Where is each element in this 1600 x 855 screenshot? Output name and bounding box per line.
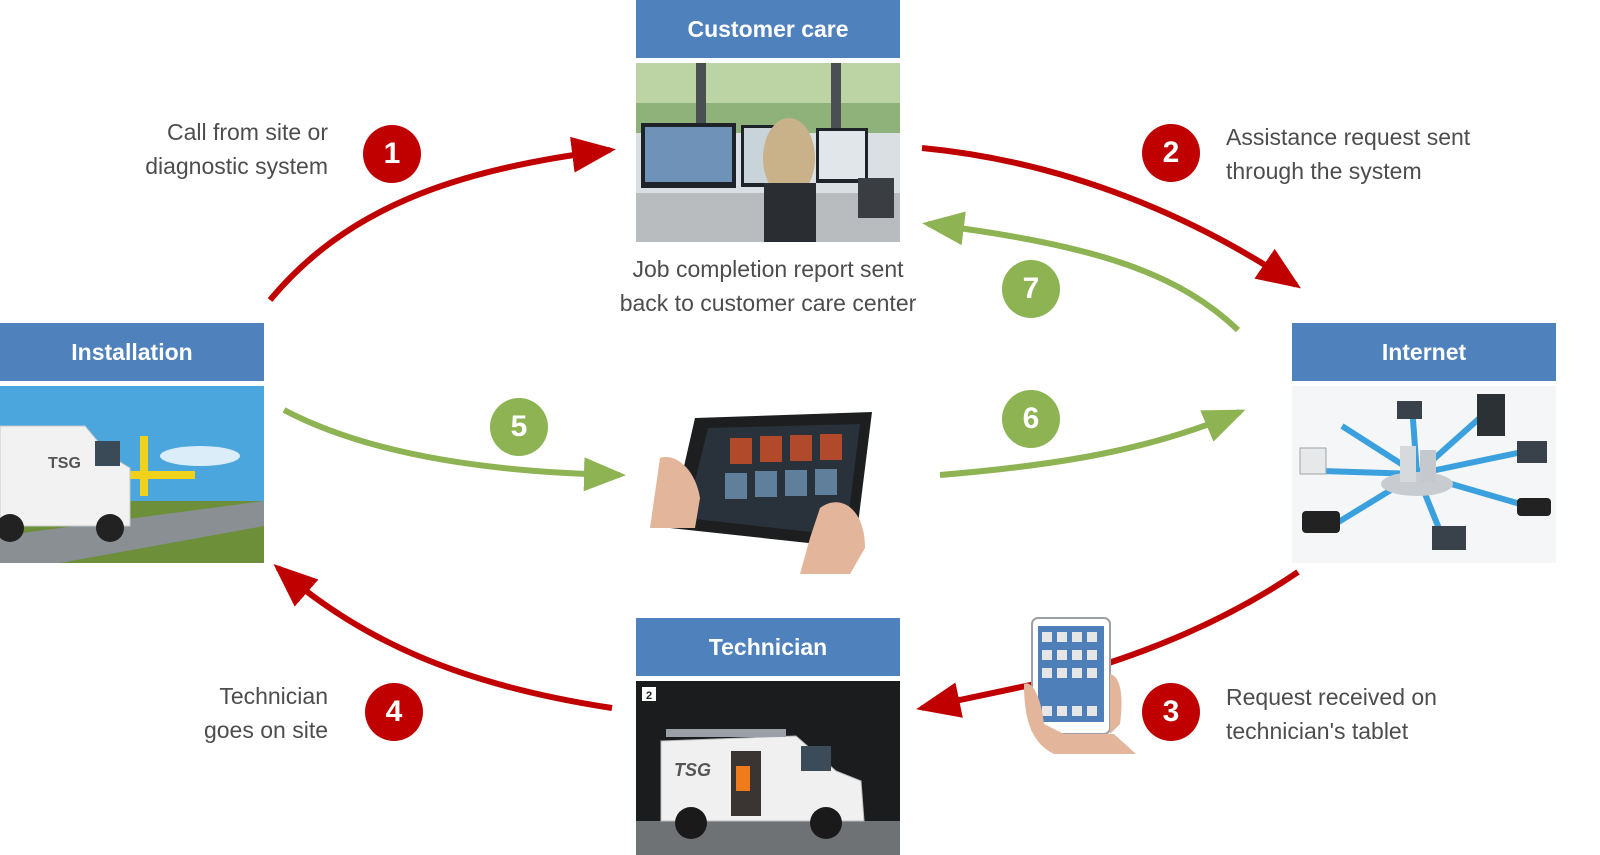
customer-care-photo <box>636 63 900 242</box>
step-4-caption-line-1: Technician <box>219 683 328 709</box>
step-1-caption-line-2: diagnostic system <box>145 153 328 179</box>
step-2-caption: Assistance request sent through the syst… <box>1226 120 1556 188</box>
step-badge-5: 5 <box>490 398 548 456</box>
arrow-5-installation-to-tablet <box>282 407 626 492</box>
step-3-caption: Request received on technician's tablet <box>1226 680 1556 748</box>
step-2-caption-line-1: Assistance request sent <box>1226 124 1471 150</box>
step-1-caption: Call from site or diagnostic system <box>100 115 328 183</box>
step-badge-2: 2 <box>1142 124 1200 182</box>
node-technician-title: Technician <box>636 618 900 676</box>
node-installation-title: Installation <box>0 323 264 381</box>
installation-photo: TSG <box>0 386 264 563</box>
step-badge-6: 6 <box>1002 390 1060 448</box>
node-technician: Technician 2 TSG <box>636 618 900 855</box>
step-badge-7: 7 <box>1002 260 1060 318</box>
node-internet-title: Internet <box>1292 323 1556 381</box>
step-badge-3: 3 <box>1142 683 1200 741</box>
step-3-caption-line-2: technician's tablet <box>1226 718 1409 744</box>
node-internet: Internet <box>1292 323 1556 563</box>
internet-network-illustration <box>1292 386 1556 563</box>
node-customer-care: Customer care <box>636 0 900 242</box>
technician-van-photo: 2 TSG <box>636 681 900 855</box>
step-badge-4: 4 <box>365 683 423 741</box>
step-7-caption-line-1: Job completion report sent <box>632 256 904 282</box>
arrow-1-installation-to-customer-care <box>267 136 616 302</box>
arrow-7-internet-to-customer-care <box>922 211 1241 333</box>
step-7-caption: Job completion report sent back to custo… <box>578 252 958 320</box>
step-1-caption-line-1: Call from site or <box>166 119 328 145</box>
step-3-caption-line-1: Request received on <box>1226 684 1437 710</box>
node-installation: Installation TSG <box>0 323 264 563</box>
arrow-6-tablet-to-internet <box>939 409 1246 478</box>
technician-bay-number: 2 <box>646 690 652 702</box>
installation-van-logo: TSG <box>48 455 81 472</box>
technician-tablet-image <box>1024 614 1136 754</box>
technician-van-logo: TSG <box>674 760 711 780</box>
node-customer-care-title: Customer care <box>636 0 900 58</box>
arrow-4-technician-to-installation <box>273 564 613 711</box>
tablet-in-hands-image <box>650 398 878 574</box>
step-4-caption-line-2: goes on site <box>203 717 328 743</box>
step-4-caption: Technician goes on site <box>120 679 328 747</box>
step-2-caption-line-2: through the system <box>1226 158 1422 184</box>
step-badge-1: 1 <box>363 125 421 183</box>
arrow-2-customer-care-to-internet <box>921 145 1301 289</box>
step-7-caption-line-2: back to customer care center <box>619 290 917 316</box>
